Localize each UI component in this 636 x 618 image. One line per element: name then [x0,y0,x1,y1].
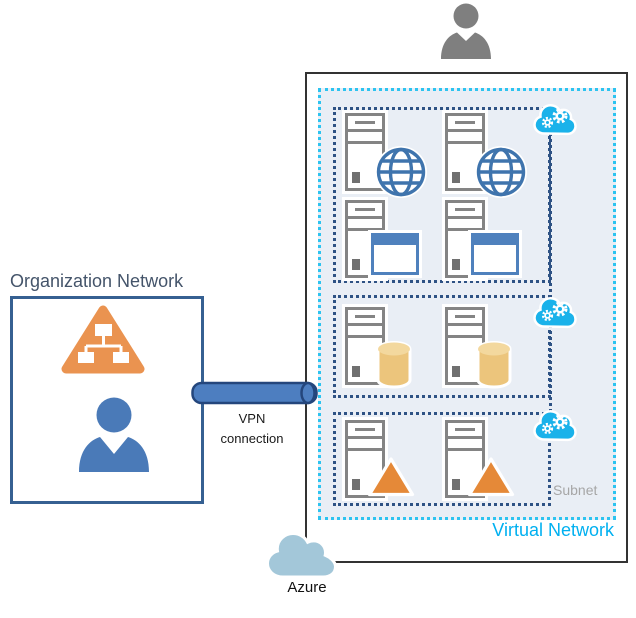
subnet-label: Subnet [553,482,598,498]
app-window-icon [471,233,519,275]
web-server-icon [445,113,485,191]
database-cylinder-icon [476,341,512,389]
azure-cloud-icon [265,531,338,579]
virtual-network-label: Virtual Network [492,520,614,540]
azure-label: Azure [287,579,327,596]
cloud-service-icon [533,296,577,329]
worker-triangle-icon [467,457,515,497]
gear-icon [552,414,568,430]
gear-icon [552,108,568,124]
globe-icon [375,146,427,198]
gear-icon [541,309,554,322]
gear-icon [541,116,554,129]
gear-icon [552,301,568,317]
vpn-pipe-icon [191,381,318,405]
app-window-icon [371,233,419,275]
web-server-icon [345,113,385,191]
subnet-box-worker [333,412,551,506]
user-person-icon [79,397,149,472]
cloud-service-icon [533,103,577,136]
globe-icon [475,146,527,198]
vpn-connection-label: VPN connection [220,411,284,447]
worker-triangle-icon [367,457,415,497]
organization-network-title: Organization Network [10,271,184,291]
subnet-connector-line [549,120,552,420]
directory-pyramid-icon [61,305,145,374]
database-cylinder-icon [376,341,412,389]
admin-person-icon [441,3,491,59]
cloud-service-icon [533,409,577,442]
worker-server-icon [345,420,385,498]
gear-icon [541,422,554,435]
